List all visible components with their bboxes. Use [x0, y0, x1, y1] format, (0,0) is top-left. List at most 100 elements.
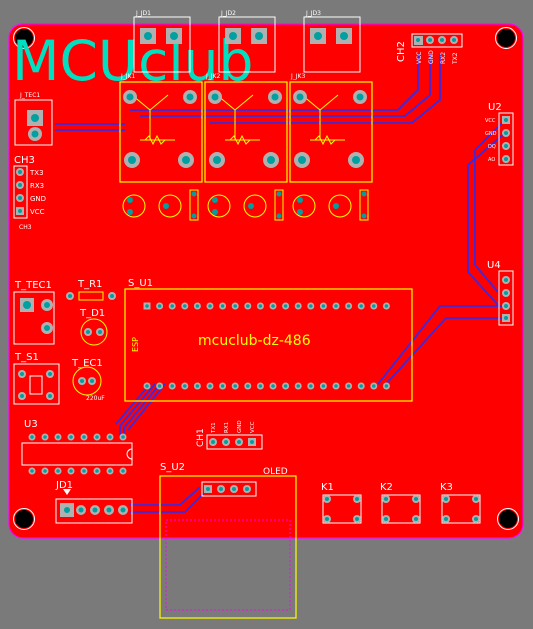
pad-hole — [43, 435, 47, 439]
u2-pin-label: VCC — [485, 118, 496, 124]
pad-hole — [321, 304, 326, 308]
pad-hole — [56, 435, 60, 439]
pad-hole — [321, 384, 326, 388]
jd1-connector: JD1 — [55, 480, 133, 524]
s-u1-module: S_U1 ESP — [124, 278, 413, 402]
u3-bottom-pins — [28, 467, 127, 475]
pad-hole — [157, 304, 162, 308]
pad-hole — [95, 435, 99, 439]
pad-hole — [170, 304, 174, 308]
ch3-header: CH3 TX3 RX3 GND VCC CH3 — [13, 155, 46, 231]
ch2-pin-label: GND — [428, 50, 435, 64]
pad-hole — [346, 304, 351, 308]
pad-hole — [208, 384, 212, 388]
pad-hole — [108, 435, 112, 439]
t-s1-label: T_S1 — [14, 352, 39, 363]
board-outline — [8, 23, 524, 539]
u2-pin-label: AO — [488, 157, 495, 163]
logo-text: MCUclub — [12, 29, 253, 93]
s-u2-label: S_U2 — [160, 462, 185, 473]
ch1-pin-label: VCC — [250, 421, 256, 433]
pad-hole — [258, 304, 263, 308]
u2-pin-label: GND — [485, 131, 497, 137]
ch3-pin-label: GND — [30, 195, 46, 203]
t-ec1-capacitor: T_EC1 220uF — [71, 358, 105, 402]
pad-hole — [334, 304, 338, 308]
ch1-header: CH1 TX1 RX1 GND VCC — [196, 420, 263, 450]
pad-hole — [145, 384, 149, 388]
pad-hole — [271, 304, 275, 308]
pad-hole — [195, 384, 200, 388]
ch1-pin-label: GND — [237, 420, 243, 433]
pad-hole — [233, 384, 237, 388]
u2-sensor-header: U2 VCC GND DQ AO — [485, 102, 514, 166]
mounting-holes — [13, 27, 519, 530]
s-u1-label: S_U1 — [128, 278, 153, 289]
pad-hole — [220, 304, 225, 308]
key-k2[interactable]: K2 — [380, 482, 421, 524]
pad-hole — [95, 469, 99, 473]
pad-hole — [283, 384, 288, 388]
pad-hole — [346, 384, 351, 388]
jtec1-label: J_TEC1 — [19, 92, 40, 99]
t-r1-resistor: T_R1 — [66, 279, 116, 301]
pad-hole — [183, 304, 187, 308]
pad-hole — [82, 469, 86, 473]
s-u1-bottom-pins — [143, 382, 390, 390]
ch3-pin-label: RX3 — [30, 182, 44, 190]
ch1-pin-label: RX1 — [224, 422, 230, 433]
t-s1-switch: T_S1 — [13, 352, 60, 405]
terminal-label: J_JD2 — [220, 10, 236, 17]
s-u2-oled-module: S_U2 OLED — [159, 462, 297, 619]
relay-2: J_JK2 — [204, 73, 288, 183]
ch2-pin-label: TX2 — [452, 52, 459, 65]
driver-2 — [207, 189, 284, 221]
pad-hole — [258, 384, 263, 388]
relays: J_JK1 J_JK2 J_JK3 — [119, 73, 373, 183]
pad-hole — [195, 304, 200, 308]
relay-label: J_JK2 — [205, 73, 220, 80]
ch2-pin-label: RX2 — [440, 52, 447, 64]
pad-hole — [372, 304, 376, 308]
pad-hole — [359, 384, 363, 388]
pad-hole — [296, 384, 300, 388]
keys: K1 K2 K3 — [321, 482, 481, 524]
u3-chip: U3 — [21, 419, 133, 475]
pad-hole — [82, 435, 86, 439]
key-label: K3 — [440, 482, 453, 493]
u2-pin-label: DQ — [488, 144, 496, 150]
ch1-pin-label: TX1 — [211, 422, 217, 434]
u4-name: U4 — [487, 260, 501, 271]
pad-hole — [384, 384, 389, 388]
s-u1-top-pins — [143, 302, 390, 310]
u2-name: U2 — [488, 102, 502, 113]
pad-hole — [69, 469, 73, 473]
u3-top-pins — [28, 433, 127, 441]
pad-hole — [56, 469, 60, 473]
key-k3[interactable]: K3 — [440, 482, 481, 524]
pad-hole — [208, 304, 212, 308]
blue-traces — [55, 54, 506, 513]
key-k1[interactable]: K1 — [321, 482, 362, 524]
pad-hole — [271, 384, 275, 388]
key-label: K1 — [321, 482, 334, 493]
terminal-j-jd1: J_JD1 — [133, 10, 191, 73]
relay-terminals: J_JD1 J_JD2 J_JD3 — [133, 10, 361, 73]
ch2-name: CH2 — [396, 41, 407, 62]
terminal-label: J_JD1 — [135, 10, 151, 17]
relay-label: J_JK1 — [120, 73, 135, 80]
ch3-pin-label: TX3 — [29, 169, 44, 177]
ch3-footer-label: CH3 — [19, 224, 32, 231]
pad-hole — [372, 384, 376, 388]
pad-hole — [233, 304, 237, 308]
ch2-pin-label: VCC — [416, 52, 423, 64]
t-tec1-connector: T_TEC1 — [13, 280, 55, 345]
oled-label: OLED — [263, 467, 288, 477]
pad-hole — [157, 384, 162, 388]
pad-hole — [246, 384, 250, 388]
terminal-j-jd3: J_JD3 — [303, 10, 361, 73]
key-label: K2 — [380, 482, 393, 493]
pad-hole — [170, 384, 174, 388]
pad-hole — [121, 435, 125, 439]
